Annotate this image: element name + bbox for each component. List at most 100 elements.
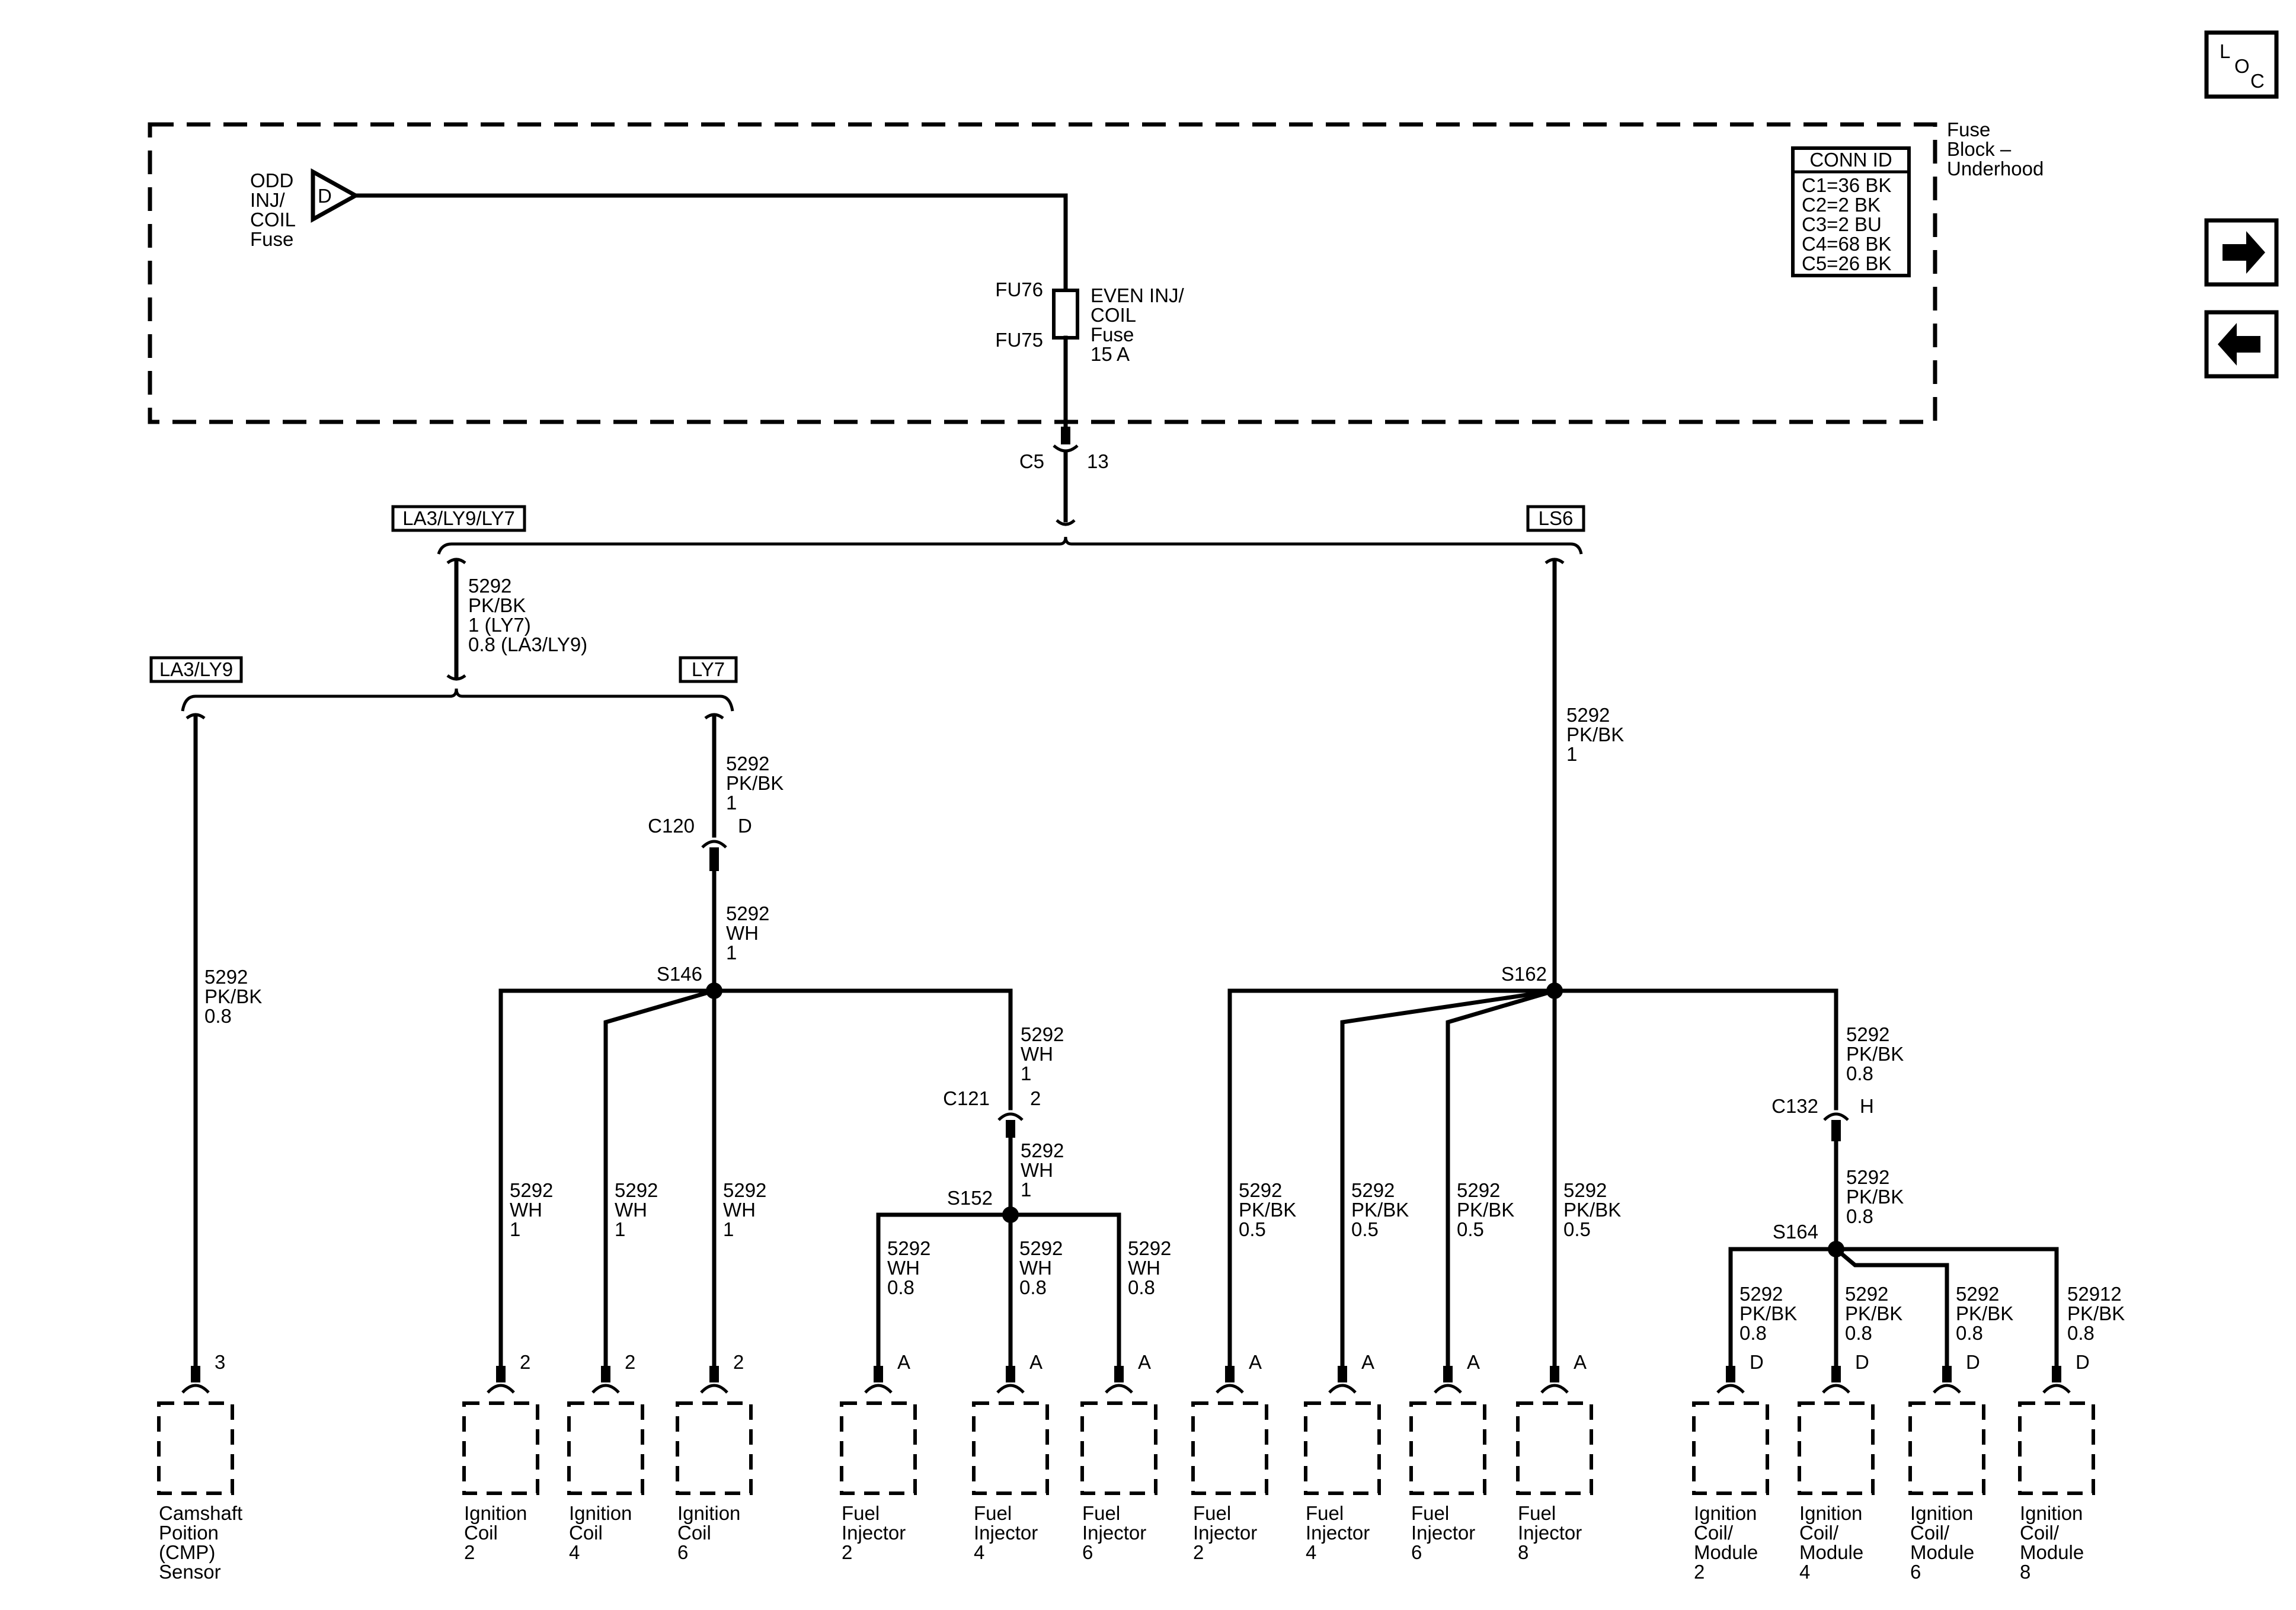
svg-text:1: 1	[1021, 1179, 1031, 1201]
svg-text:PK/BK: PK/BK	[1846, 1186, 1904, 1208]
svg-text:PK/BK: PK/BK	[1563, 1199, 1621, 1221]
loc-button[interactable]: L O C	[2204, 30, 2279, 99]
component-connector	[1540, 1366, 1569, 1394]
label-wire-injector-4-ly7: 5292 WH 0.8	[1019, 1237, 1063, 1298]
wire-coil-4	[603, 988, 717, 1371]
svg-text:D: D	[318, 185, 332, 207]
svg-text:5292: 5292	[1563, 1179, 1607, 1201]
option-ly7: LY7	[692, 658, 725, 680]
component-body	[157, 1401, 234, 1495]
svg-text:WH: WH	[1128, 1257, 1160, 1279]
s162-label: S162	[1501, 963, 1547, 985]
svg-text:5292: 5292	[1956, 1283, 1999, 1305]
label-wire-coil-6: 5292 WH 1	[723, 1179, 766, 1240]
wire-odd-fuse-feed	[353, 193, 1068, 293]
component-name-line: Fuel	[1193, 1502, 1231, 1524]
s146-label: S146	[657, 963, 702, 985]
svg-text:PK/BK: PK/BK	[204, 985, 262, 1007]
option-bar-2-right-tick	[704, 713, 724, 720]
svg-text:EVEN INJ/: EVEN INJ/	[1091, 284, 1185, 306]
component-name-line: 8	[1518, 1541, 1528, 1563]
svg-text:C1=36 BK: C1=36 BK	[1802, 174, 1891, 196]
component-pin-label: 2	[625, 1351, 635, 1373]
c120-label: C120	[648, 815, 695, 837]
component-body	[840, 1401, 917, 1495]
component-pin-label: D	[2076, 1351, 2090, 1373]
label-wire-injector-2-ly7: 5292 WH 0.8	[887, 1237, 930, 1298]
component-body	[2018, 1401, 2095, 1495]
component-name-line: Injector	[1082, 1522, 1146, 1544]
label-wire-injector-8-ls6: 5292 PK/BK 0.5	[1563, 1179, 1621, 1240]
svg-text:5292: 5292	[204, 966, 248, 988]
component-body	[1692, 1401, 1769, 1495]
component-body	[1798, 1401, 1875, 1495]
c120-connector: C120 D	[648, 815, 752, 871]
component-name-line: Coil/	[1910, 1522, 1950, 1544]
component-name-line: Module	[1694, 1541, 1758, 1563]
previous-page-button[interactable]	[2204, 310, 2279, 379]
label-wire-injector-6-ls6: 5292 PK/BK 0.5	[1457, 1179, 1514, 1240]
odd-inj-coil-fuse-ref[interactable]: D	[311, 168, 360, 223]
svg-text:C4=68 BK: C4=68 BK	[1802, 233, 1891, 255]
component-name-line: Injector	[1193, 1522, 1257, 1544]
option-bar-1-top-tick	[1056, 519, 1076, 526]
c132-connector: C132 H	[1771, 1095, 1874, 1141]
component-connector	[1716, 1366, 1745, 1394]
component-name-line: Fuel	[974, 1502, 1012, 1524]
svg-text:0.8: 0.8	[887, 1276, 914, 1298]
svg-text:0.5: 0.5	[1351, 1218, 1379, 1240]
wire-injector-4-ls6	[1340, 988, 1557, 1371]
option-box-ly7	[679, 656, 738, 683]
label-wire-ls6-main: 5292 PK/BK 1	[1566, 704, 1624, 765]
svg-text:C3=2 BU: C3=2 BU	[1802, 213, 1882, 235]
component-connector	[1328, 1366, 1357, 1394]
svg-text:5292: 5292	[468, 575, 511, 597]
s164-label: S164	[1773, 1221, 1818, 1243]
fuse-block-outline	[148, 122, 1937, 424]
even-inj-coil-fuse[interactable]	[1052, 289, 1079, 340]
option-bar-1-right-tick	[1544, 558, 1565, 565]
c5-pin: 13	[1087, 450, 1109, 472]
component-name-line: Fuel	[1082, 1502, 1120, 1524]
svg-text:0.8: 0.8	[1846, 1062, 1873, 1084]
svg-text:5292: 5292	[1566, 704, 1610, 726]
component-name-line: Ignition	[1910, 1502, 1973, 1524]
svg-text:PK/BK: PK/BK	[1845, 1302, 1902, 1324]
next-page-button[interactable]	[2204, 218, 2279, 287]
option-box-ls6	[1526, 505, 1585, 532]
component-name-line: 6	[1411, 1541, 1422, 1563]
component-pin-label: A	[1361, 1351, 1374, 1373]
svg-text:1: 1	[726, 792, 737, 814]
component-pin-label: A	[1029, 1351, 1043, 1373]
wire-injector-6-ls6	[1446, 988, 1558, 1371]
component-connector	[1434, 1366, 1462, 1394]
component-name-line: Module	[2020, 1541, 2084, 1563]
svg-text:WH: WH	[510, 1199, 542, 1221]
svg-text:Fuse: Fuse	[1091, 324, 1134, 345]
svg-text:0.8 (LA3/LY9): 0.8 (LA3/LY9)	[468, 633, 587, 655]
svg-text:5292: 5292	[615, 1179, 658, 1201]
component-name-line: Injector	[1306, 1522, 1370, 1544]
component-name-line: 2	[464, 1541, 475, 1563]
c121-label: C121	[943, 1087, 990, 1109]
component-connector	[181, 1366, 210, 1394]
component-name-line: Fuel	[1306, 1502, 1344, 1524]
svg-text:0.8: 0.8	[2067, 1322, 2094, 1344]
svg-text:5292: 5292	[1739, 1283, 1783, 1305]
